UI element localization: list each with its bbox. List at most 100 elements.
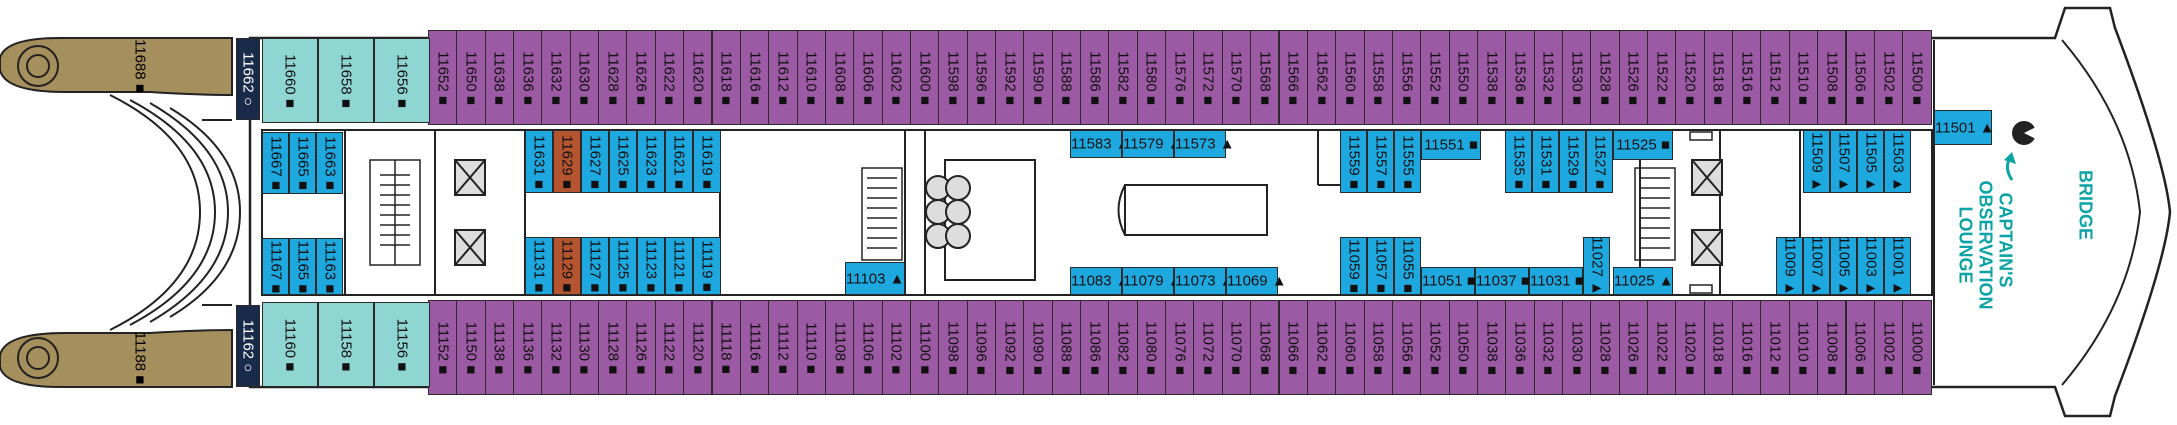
cabin-11100[interactable]: 11100 ■ [909,300,940,395]
cabin-11127[interactable]: 11127 ■ [581,237,609,295]
cabin-11625[interactable]: 11625 ■ [609,130,637,193]
cabin-11002[interactable]: 11002 ■ [1873,300,1904,395]
cabin-11006[interactable]: 11006 ■ [1845,300,1875,395]
cabin-11622[interactable]: 11622 ■ [654,30,685,125]
cabin-11102[interactable]: 11102 ■ [881,300,911,395]
cabin-11125[interactable]: 11125 ■ [609,237,637,295]
cabin-11051[interactable]: 11051 ■ [1421,267,1476,295]
cabin-11629[interactable]: 11629 ■ [553,130,581,193]
cabin-11008[interactable]: 11008 ■ [1817,300,1847,395]
cabin-11516[interactable]: 11516 ■ [1732,30,1762,125]
cabin-11621[interactable]: 11621 ■ [665,130,693,193]
cabin-11500[interactable]: 11500 ■ [1902,30,1932,125]
cabin-11638[interactable]: 11638 ■ [484,30,515,125]
cabin-11003[interactable]: 11003 ▲ [1857,236,1884,296]
cabin-11662[interactable]: 11662 ○ [236,38,260,120]
cabin-11076[interactable]: 11076 ■ [1165,300,1195,395]
cabin-11118[interactable]: 11118 ■ [711,300,741,395]
cabin-11150[interactable]: 11150 ■ [456,300,486,395]
cabin-11068[interactable]: 11068 ■ [1250,300,1280,395]
cabin-11005[interactable]: 11005 ▲ [1830,236,1857,296]
cabin-11590[interactable]: 11590 ■ [1023,30,1053,125]
cabin-11058[interactable]: 11058 ■ [1363,300,1393,395]
cabin-11129[interactable]: 11129 ■ [553,237,581,295]
cabin-11576[interactable]: 11576 ■ [1165,30,1195,125]
cabin-11027[interactable]: 11027 ▲ [1583,236,1610,296]
cabin-11550[interactable]: 11550 ■ [1448,30,1478,125]
cabin-11007[interactable]: 11007 ▲ [1803,236,1830,296]
cabin-11665[interactable]: 11665 ■ [289,132,316,194]
cabin-11092[interactable]: 11092 ■ [995,300,1025,395]
cabin-11536[interactable]: 11536 ■ [1505,30,1535,125]
cabin-11650[interactable]: 11650 ■ [456,30,486,125]
cabin-11588[interactable]: 11588 ■ [1051,30,1082,125]
cabin-11120[interactable]: 11120 ■ [683,300,713,395]
cabin-11009[interactable]: 11009 ▲ [1776,236,1803,296]
cabin-11573[interactable]: 11573 ▲ [1174,130,1235,158]
cabin-11663[interactable]: 11663 ■ [316,132,343,194]
cabin-11022[interactable]: 11022 ■ [1647,300,1677,395]
cabin-11557[interactable]: 11557 ■ [1367,130,1394,193]
cabin-11502[interactable]: 11502 ■ [1873,30,1904,125]
cabin-11028[interactable]: 11028 ■ [1590,300,1620,395]
cabin-11122[interactable]: 11122 ■ [654,300,685,395]
cabin-11163[interactable]: 11163 ■ [316,238,343,295]
cabin-11628[interactable]: 11628 ■ [598,30,628,125]
cabin-11156[interactable]: 11156 ■ [374,302,430,387]
cabin-11098[interactable]: 11098 ■ [938,300,968,395]
cabin-11123[interactable]: 11123 ■ [637,237,665,295]
cabin-11501[interactable]: 11501 ▲ [1934,110,1995,145]
cabin-11562[interactable]: 11562 ■ [1306,30,1337,125]
cabin-11627[interactable]: 11627 ■ [581,130,609,193]
cabin-11512[interactable]: 11512 ■ [1760,30,1790,125]
cabin-11522[interactable]: 11522 ■ [1647,30,1677,125]
cabin-11652[interactable]: 11652 ■ [428,30,458,125]
cabin-11056[interactable]: 11056 ■ [1391,300,1422,395]
cabin-11050[interactable]: 11050 ■ [1448,300,1478,395]
cabin-11031[interactable]: 11031 ■ [1529,267,1584,295]
cabin-11032[interactable]: 11032 ■ [1533,300,1563,395]
cabin-11505[interactable]: 11505 ▲ [1857,130,1884,193]
cabin-11070[interactable]: 11070 ■ [1221,300,1252,395]
cabin-11602[interactable]: 11602 ■ [881,30,911,125]
cabin-11558[interactable]: 11558 ■ [1363,30,1393,125]
cabin-11658[interactable]: 11658 ■ [318,38,374,123]
cabin-11132[interactable]: 11132 ■ [541,300,571,395]
cabin-11520[interactable]: 11520 ■ [1675,30,1705,125]
cabin-11158[interactable]: 11158 ■ [318,302,374,387]
cabin-11535[interactable]: 11535 ■ [1505,130,1532,193]
cabin-11555[interactable]: 11555 ■ [1394,130,1421,193]
cabin-11025[interactable]: 11025 ▲ [1613,267,1674,295]
cabin-11060[interactable]: 11060 ■ [1335,300,1365,395]
cabin-11626[interactable]: 11626 ■ [626,30,656,125]
cabin-11509[interactable]: 11509 ▲ [1803,130,1830,193]
cabin-11606[interactable]: 11606 ■ [853,30,883,125]
cabin-11656[interactable]: 11656 ■ [374,38,430,123]
cabin-11600[interactable]: 11600 ■ [909,30,940,125]
cabin-11000[interactable]: 11000 ■ [1902,300,1932,395]
cabin-11090[interactable]: 11090 ■ [1023,300,1053,395]
cabin-11598[interactable]: 11598 ■ [938,30,968,125]
cabin-11582[interactable]: 11582 ■ [1108,30,1138,125]
cabin-11623[interactable]: 11623 ■ [637,130,665,193]
cabin-11527[interactable]: 11527 ■ [1586,130,1613,193]
cabin-11616[interactable]: 11616 ■ [739,30,770,125]
cabin-11583[interactable]: 11583 ▲ [1070,130,1131,158]
cabin-11618[interactable]: 11618 ■ [711,30,741,125]
cabin-11069[interactable]: 11069 ▲ [1226,267,1287,295]
cabin-11167[interactable]: 11167 ■ [262,238,289,295]
cabin-11586[interactable]: 11586 ■ [1080,30,1110,125]
cabin-11503[interactable]: 11503 ▲ [1884,130,1911,193]
cabin-11508[interactable]: 11508 ■ [1817,30,1847,125]
cabin-11106[interactable]: 11106 ■ [853,300,883,395]
cabin-11529[interactable]: 11529 ■ [1559,130,1586,193]
cabin-11052[interactable]: 11052 ■ [1420,300,1450,395]
cabin-11130[interactable]: 11130 ■ [569,300,600,395]
cabin-11538[interactable]: 11538 ■ [1476,30,1507,125]
cabin-11531[interactable]: 11531 ■ [1532,130,1559,193]
cabin-11579[interactable]: 11579 ▲ [1122,130,1183,158]
cabin-11592[interactable]: 11592 ■ [995,30,1025,125]
cabin-11088[interactable]: 11088 ■ [1051,300,1082,395]
cabin-11086[interactable]: 11086 ■ [1080,300,1110,395]
cabin-11528[interactable]: 11528 ■ [1590,30,1620,125]
